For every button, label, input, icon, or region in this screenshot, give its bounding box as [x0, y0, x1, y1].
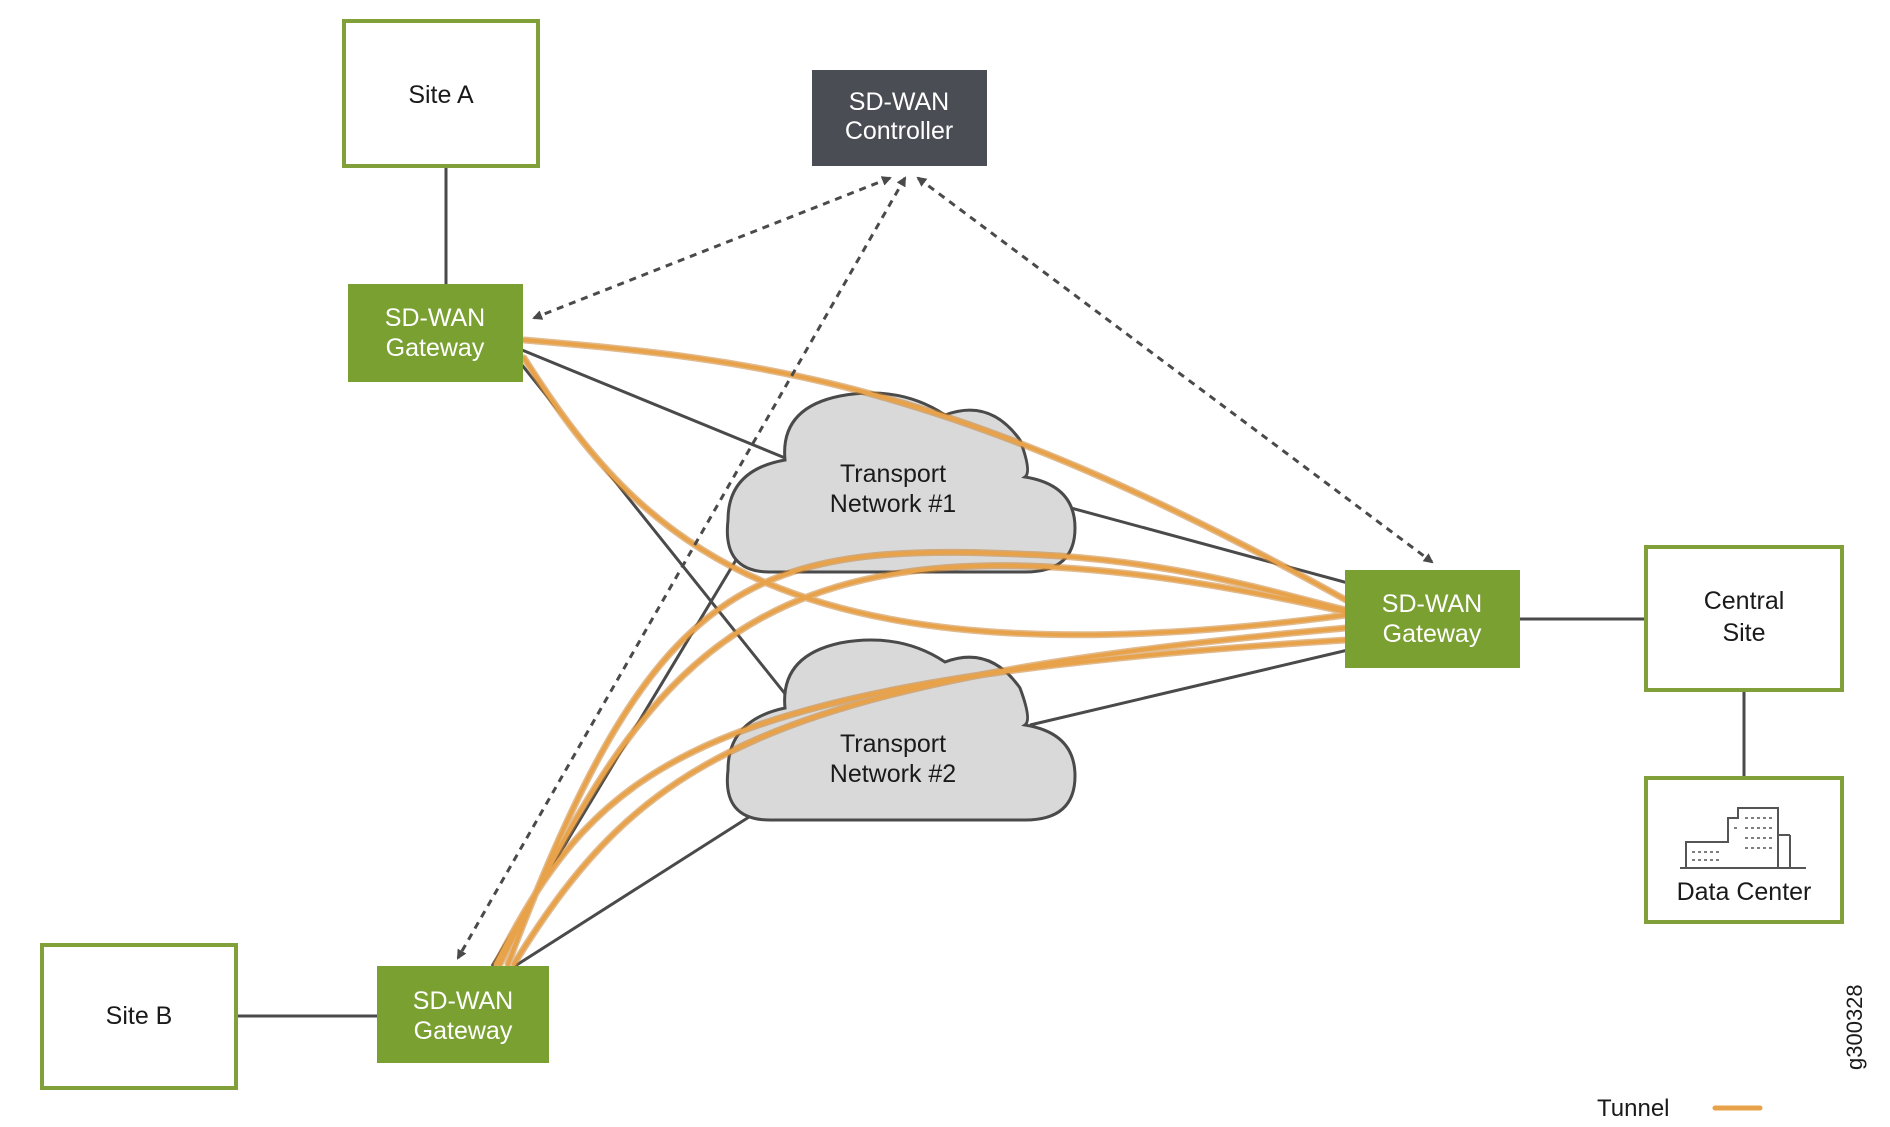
sdwan-controller: SD-WAN Controller — [812, 70, 987, 166]
sdwan-gateway-central: SD-WAN Gateway — [1345, 570, 1520, 668]
transport-1-label-line1: Transport — [840, 460, 946, 488]
central-site-label-line1: Central — [1704, 587, 1785, 615]
link-gatewayb-transport2 — [514, 808, 761, 968]
control-links — [456, 176, 1434, 960]
control-link-gatewaycentral — [916, 176, 1434, 564]
transport-1-label-line2: Network #1 — [830, 490, 956, 518]
building-icon — [1680, 807, 1806, 869]
sdwan-gateway-b: SD-WAN Gateway — [377, 966, 549, 1063]
gateway-central-label-line2: Gateway — [1383, 620, 1482, 648]
site-b: Site B — [40, 943, 238, 1090]
gateway-central-label-line1: SD-WAN — [1382, 590, 1482, 618]
controller-label-line1: SD-WAN — [849, 88, 949, 116]
site-a-label: Site A — [408, 81, 474, 109]
transport-network-1: Transport Network #1 — [725, 391, 1077, 574]
gateway-b-label-line2: Gateway — [414, 1017, 513, 1045]
legend-tunnel-label: Tunnel — [1597, 1095, 1670, 1122]
gateway-b-label-line1: SD-WAN — [413, 987, 513, 1015]
transport-2-label-line2: Network #2 — [830, 760, 956, 788]
central-site: Central Site — [1644, 545, 1844, 692]
link-gatewaycentral-transport2 — [1029, 648, 1349, 727]
legend: Tunnel — [1597, 1095, 1763, 1122]
data-center: Data Center — [1644, 776, 1844, 924]
controller-label-line2: Controller — [845, 117, 953, 145]
central-site-label-line2: Site — [1722, 619, 1765, 647]
control-link-gatewaya — [532, 176, 892, 320]
site-b-label: Site B — [106, 1002, 173, 1030]
sdwan-gateway-a: SD-WAN Gateway — [348, 284, 523, 382]
control-link-gatewayb — [456, 176, 907, 960]
site-a: Site A — [342, 19, 540, 168]
gateway-a-label-line1: SD-WAN — [385, 304, 485, 332]
figure-id: g300328 — [1842, 984, 1867, 1070]
transport-2-label-line1: Transport — [840, 730, 946, 758]
gateway-a-label-line2: Gateway — [386, 334, 485, 362]
data-center-label: Data Center — [1677, 878, 1812, 906]
